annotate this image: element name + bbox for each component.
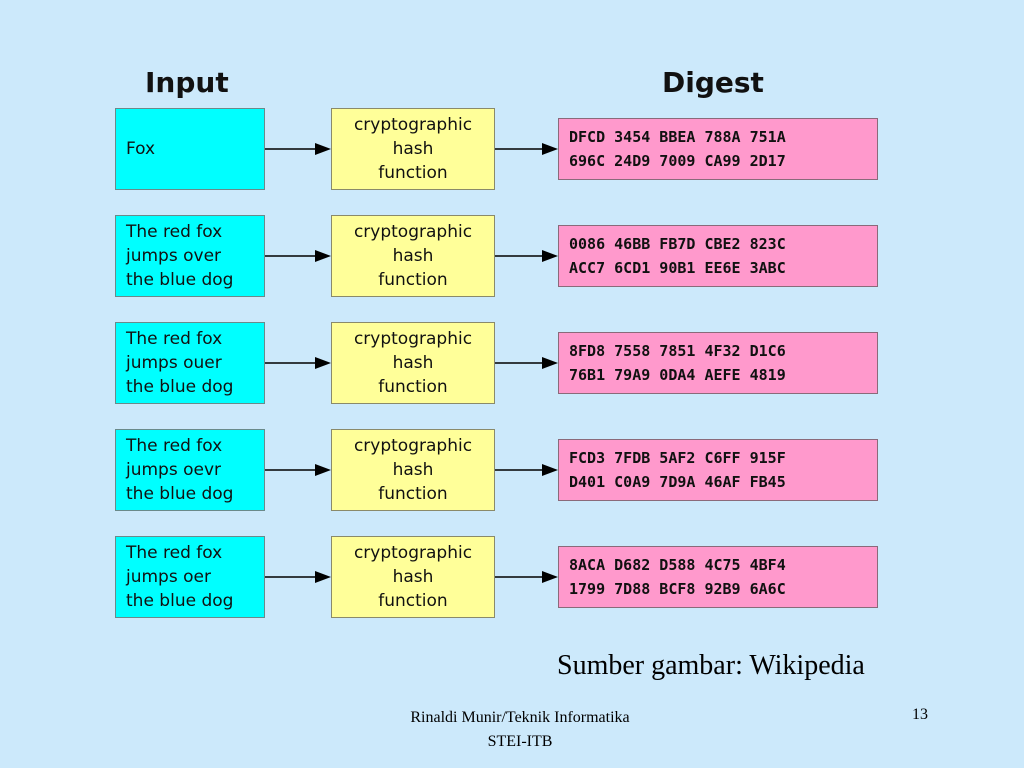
arrow-icon — [495, 143, 558, 155]
footer-line-1: Rinaldi Munir/Teknik Informatika — [410, 709, 630, 726]
input-heading: Input — [145, 66, 229, 99]
arrow-icon — [265, 143, 331, 155]
hash-label-line: function — [378, 591, 448, 611]
input-box: The red fox jumps oevr the blue dog — [115, 429, 265, 511]
arrow-icon — [265, 464, 331, 476]
digest-line: DFCD 3454 BBEA 788A 751A — [569, 128, 786, 146]
hash-label-line: hash — [392, 353, 434, 373]
digest-line: FCD3 7FDB 5AF2 C6FF 915F — [569, 449, 786, 467]
digest-line: 696C 24D9 7009 CA99 2D17 — [569, 152, 786, 170]
input-text: The red fox jumps oer the blue dog — [126, 543, 234, 611]
hash-label-line: cryptographic — [353, 329, 473, 349]
diagram-row: The red fox jumps oer the blue dog crypto… — [0, 536, 1024, 620]
digest-box: 8FD8 7558 7851 4F32 D1C6 76B1 79A9 0DA4 A… — [558, 332, 878, 394]
input-text: The red fox jumps ouer the blue dog — [126, 329, 234, 397]
input-text: The red fox jumps over the blue dog — [126, 222, 234, 290]
hash-label-line: function — [378, 377, 448, 397]
input-box: Fox — [115, 108, 265, 190]
arrow-icon — [265, 357, 331, 369]
arrow-icon — [495, 464, 558, 476]
hash-label-line: hash — [392, 460, 434, 480]
hash-label-line: cryptographic — [353, 115, 473, 135]
arrow-icon — [265, 250, 331, 262]
input-box: The red fox jumps ouer the blue dog — [115, 322, 265, 404]
input-box: The red fox jumps over the blue dog — [115, 215, 265, 297]
hash-function-box: cryptographic hash function — [331, 108, 495, 190]
input-text: Fox — [126, 139, 156, 159]
diagram-row: The red fox jumps oevr the blue dog crypt… — [0, 429, 1024, 513]
hash-label-line: cryptographic — [353, 222, 473, 242]
hash-label-line: function — [378, 484, 448, 504]
digest-line: 0086 46BB FB7D CBE2 823C — [569, 235, 786, 253]
digest-line: 76B1 79A9 0DA4 AEFE 4819 — [569, 366, 786, 384]
page-number: 13 — [912, 706, 928, 723]
hash-label-line: hash — [392, 139, 434, 159]
diagram-row: Fox cryptographic hash function DFCD 3454 BB… — [0, 108, 1024, 192]
digest-box: DFCD 3454 BBEA 788A 751A 696C 24D9 7009 C… — [558, 118, 878, 180]
diagram-row: The red fox jumps ouer the blue dog crypt… — [0, 322, 1024, 406]
digest-box: FCD3 7FDB 5AF2 C6FF 915F D401 C0A9 7D9A 4… — [558, 439, 878, 501]
diagram-row: The red fox jumps over the blue dog crypt… — [0, 215, 1024, 299]
digest-line: ACC7 6CD1 90B1 EE6E 3ABC — [569, 259, 786, 277]
hash-label-line: hash — [392, 246, 434, 266]
input-box: The red fox jumps oer the blue dog — [115, 536, 265, 618]
arrow-icon — [495, 357, 558, 369]
arrow-icon — [265, 571, 331, 583]
hash-label-line: function — [378, 163, 448, 183]
hash-label-line: hash — [392, 567, 434, 587]
digest-line: 1799 7D88 BCF8 92B9 6A6C — [569, 580, 786, 598]
footer: Rinaldi Munir/Teknik Informatika STEI-IT… — [360, 706, 680, 754]
hash-function-box: cryptographic hash function — [331, 215, 495, 297]
digest-heading: Digest — [662, 66, 764, 99]
digest-line: D401 C0A9 7D9A 46AF FB45 — [569, 473, 786, 491]
digest-line: 8ACA D682 D588 4C75 4BF4 — [569, 556, 786, 574]
digest-box: 8ACA D682 D588 4C75 4BF4 1799 7D88 BCF8 9… — [558, 546, 878, 608]
arrow-icon — [495, 250, 558, 262]
arrow-icon — [495, 571, 558, 583]
hash-label-line: cryptographic — [353, 543, 473, 563]
source-caption: Sumber gambar: Wikipedia — [557, 650, 865, 681]
hash-function-box: cryptographic hash function — [331, 429, 495, 511]
digest-line: 8FD8 7558 7851 4F32 D1C6 — [569, 342, 786, 360]
hash-label-line: function — [378, 270, 448, 290]
hash-function-box: cryptographic hash function — [331, 536, 495, 618]
footer-line-2: STEI-ITB — [487, 733, 553, 750]
hash-function-box: cryptographic hash function — [331, 322, 495, 404]
digest-box: 0086 46BB FB7D CBE2 823C ACC7 6CD1 90B1 E… — [558, 225, 878, 287]
input-text: The red fox jumps oevr the blue dog — [126, 436, 234, 504]
hash-label-line: cryptographic — [353, 436, 473, 456]
